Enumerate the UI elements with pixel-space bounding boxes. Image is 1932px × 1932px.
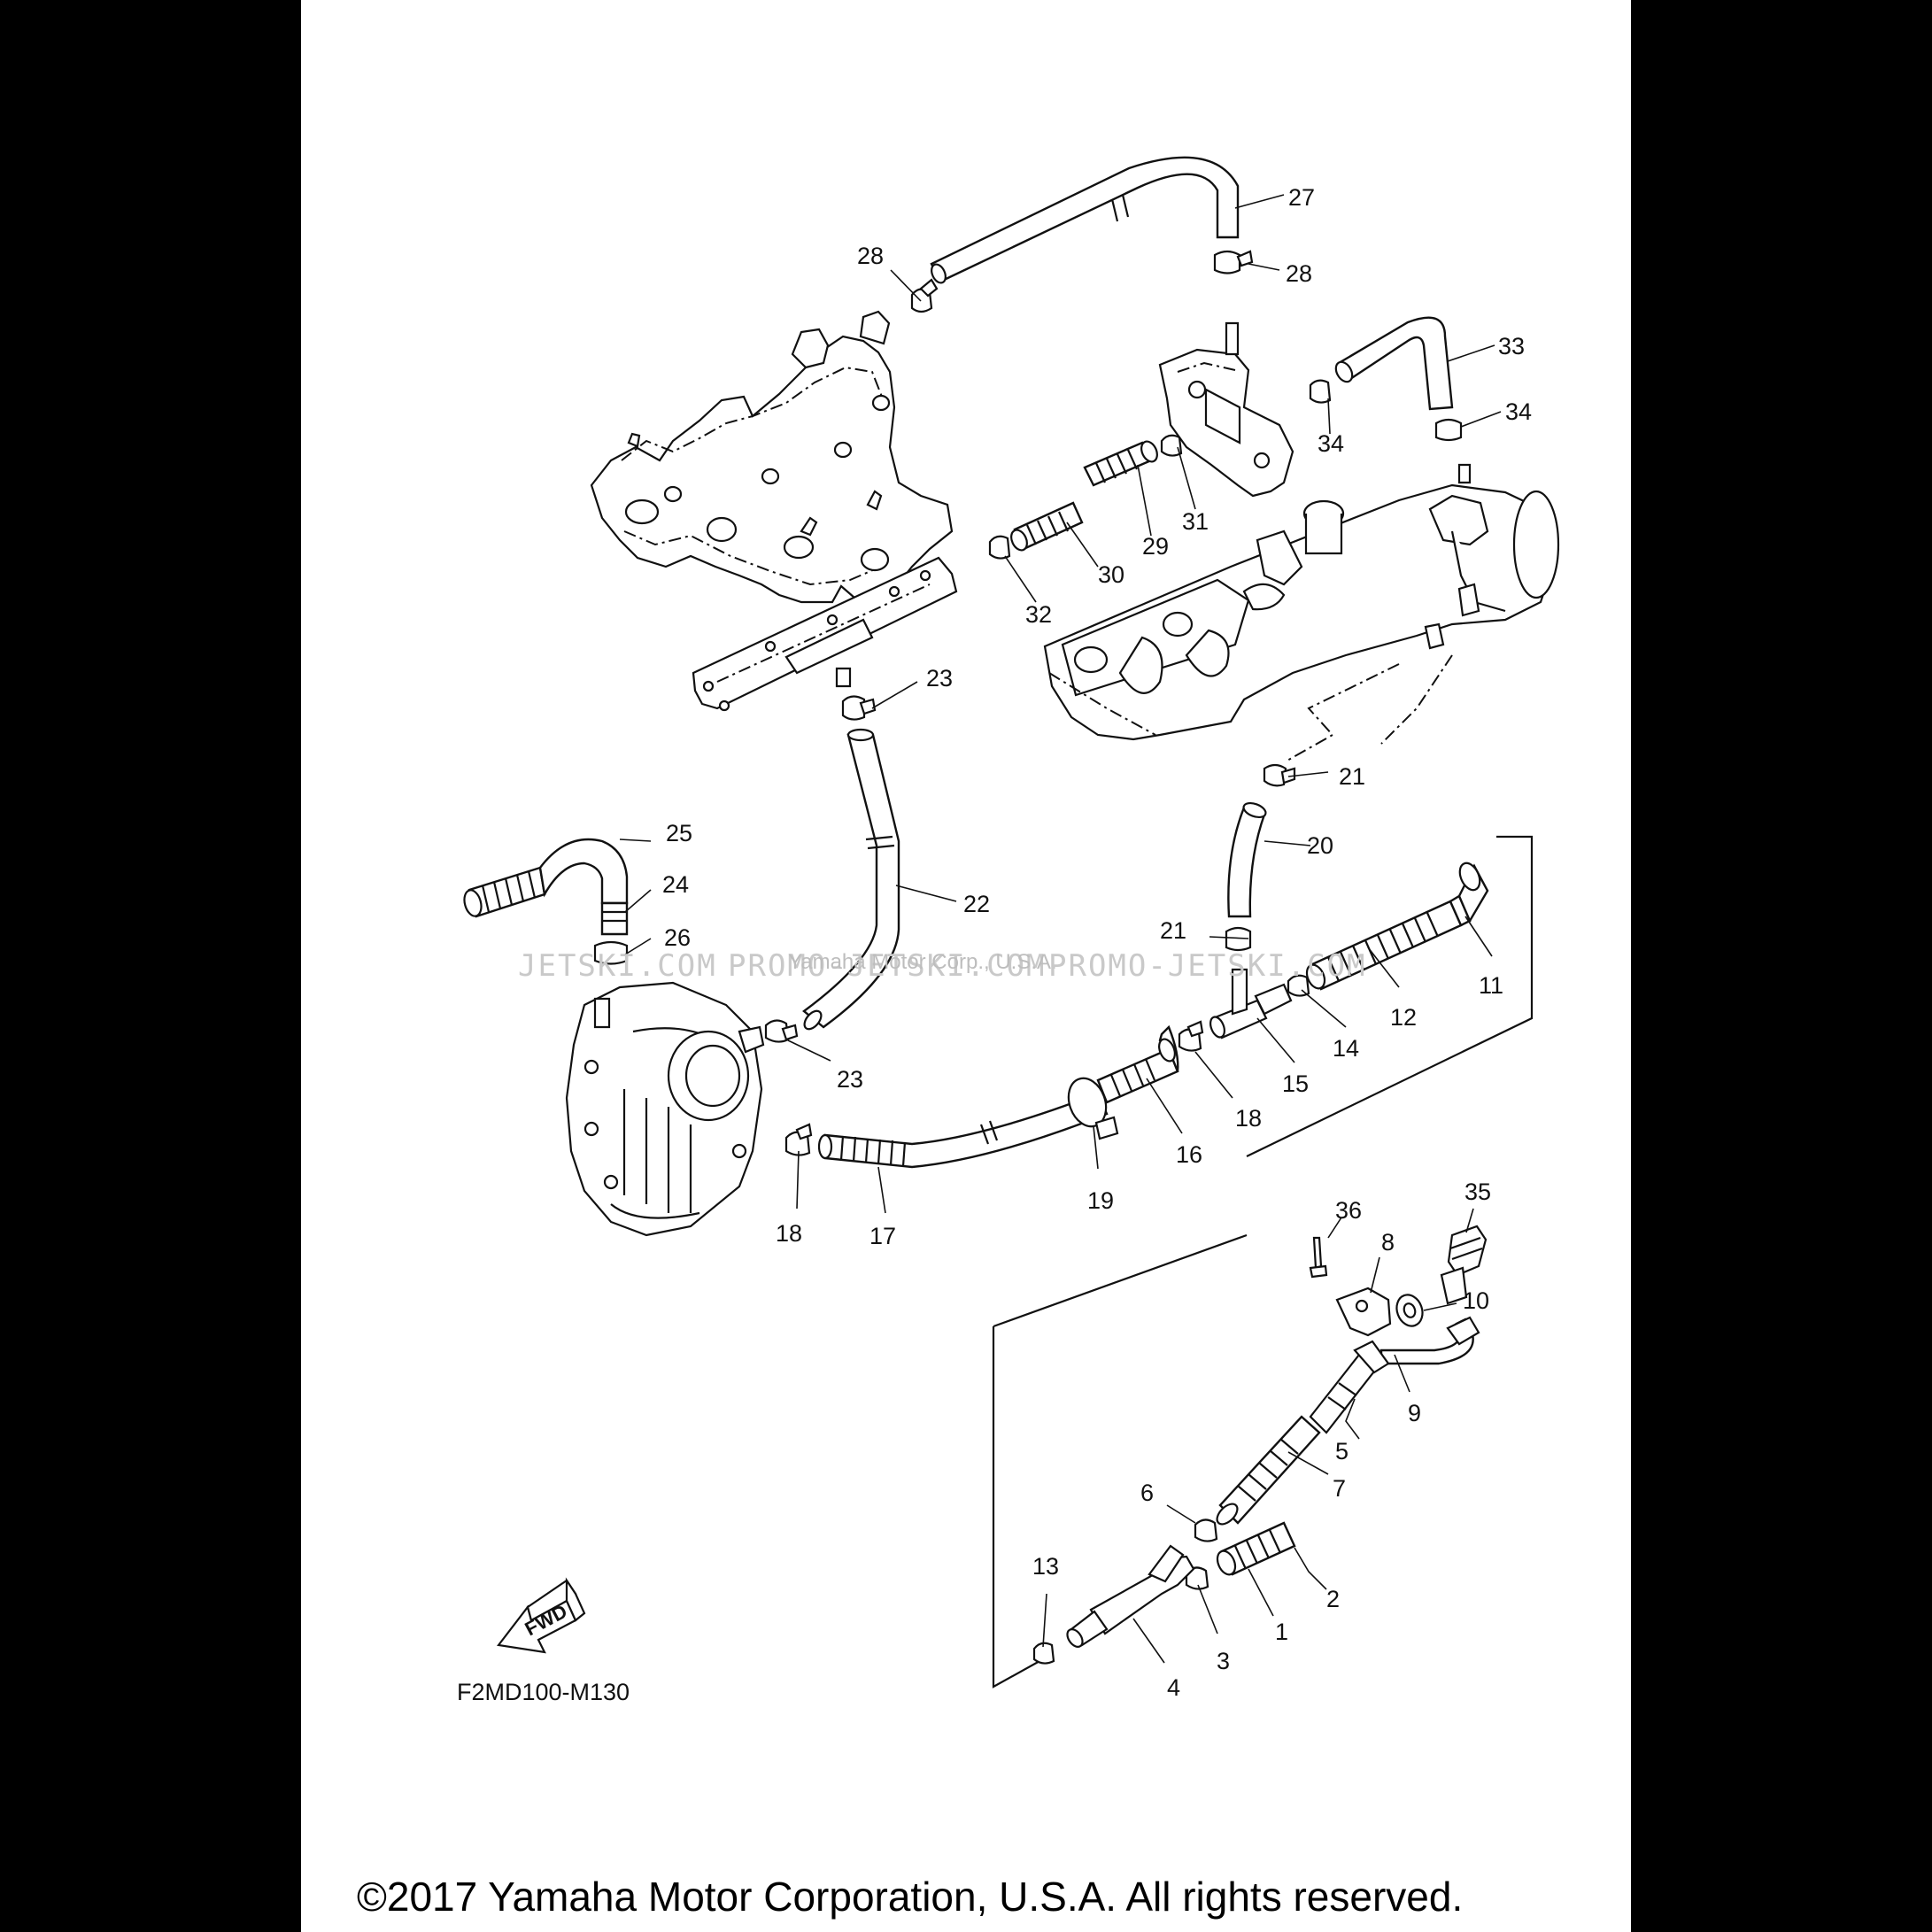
callout-7: 7 xyxy=(1333,1475,1346,1502)
hose-30 xyxy=(1010,501,1084,552)
callout-16: 16 xyxy=(1176,1141,1202,1168)
callout-19: 19 xyxy=(1087,1187,1114,1214)
callouts: 27 28 28 33 34 34 31 29 30 32 23 21 20 2… xyxy=(662,184,1532,1701)
clamp-28-left xyxy=(910,278,939,313)
callout-4: 4 xyxy=(1167,1674,1180,1701)
callout-29: 29 xyxy=(1142,533,1169,560)
fwd-arrow-icon: FWD xyxy=(496,1577,586,1654)
callout-21: 21 xyxy=(1339,763,1365,790)
callout-18: 18 xyxy=(776,1220,802,1247)
callout-6: 6 xyxy=(1140,1480,1154,1506)
callout-30: 30 xyxy=(1098,561,1124,588)
watermarks: JETSKI.COM PROMO-JETSKI.COM Yamaha Motor… xyxy=(518,948,1367,984)
callout-31: 31 xyxy=(1182,508,1209,535)
clamp-34-right xyxy=(1434,418,1463,442)
callout-36: 36 xyxy=(1335,1197,1362,1224)
callout-21: 21 xyxy=(1160,917,1186,944)
callout-13: 13 xyxy=(1032,1553,1059,1580)
clamp-19 xyxy=(1067,1077,1119,1140)
water-box-bracket xyxy=(1158,321,1294,498)
callout-34: 34 xyxy=(1505,398,1532,425)
callout-11: 11 xyxy=(1479,972,1503,999)
callout-8: 8 xyxy=(1381,1229,1395,1256)
callout-20: 20 xyxy=(1307,832,1333,859)
hose-22 xyxy=(802,728,900,1031)
bracket-8 xyxy=(1335,1287,1392,1337)
callout-28: 28 xyxy=(857,243,884,269)
hose-7 xyxy=(1216,1415,1321,1526)
nipple-34 xyxy=(1457,463,1472,484)
callout-15: 15 xyxy=(1282,1070,1309,1097)
callout-33: 33 xyxy=(1498,333,1525,359)
hose-20 xyxy=(1227,801,1267,918)
watermark-jetski: JETSKI.COM xyxy=(518,948,717,984)
callout-12: 12 xyxy=(1390,1004,1417,1031)
callout-10: 10 xyxy=(1463,1287,1489,1314)
watermark-promo-jetski: PROMO-JETSKI.COM xyxy=(1048,948,1367,984)
drawing-code: F2MD100-M130 xyxy=(457,1679,630,1705)
hose-24-25 xyxy=(463,838,629,936)
exhaust-plate xyxy=(692,556,958,712)
bolt-36 xyxy=(1309,1236,1328,1279)
callout-17: 17 xyxy=(869,1223,896,1249)
hose-9 xyxy=(1379,1316,1480,1365)
callout-2: 2 xyxy=(1326,1586,1340,1612)
callout-26: 26 xyxy=(664,924,691,951)
link-line-21 xyxy=(1285,663,1400,762)
clamp-26 xyxy=(593,940,629,965)
callout-22: 22 xyxy=(963,891,990,917)
callout-35: 35 xyxy=(1464,1179,1491,1205)
callout-28: 28 xyxy=(1286,260,1312,287)
clamp-28-right xyxy=(1213,250,1254,274)
clamp-18-right xyxy=(1178,1020,1204,1052)
leader-lines xyxy=(619,194,1502,1664)
clamp-23-bottom xyxy=(764,1019,799,1043)
watermark-promo-jetski: PROMO-JETSKI.COM xyxy=(728,948,1047,984)
callout-1: 1 xyxy=(1275,1619,1288,1645)
callout-23: 23 xyxy=(926,665,953,692)
callout-14: 14 xyxy=(1333,1035,1359,1062)
clamp-18-left xyxy=(784,1123,813,1156)
frame-line-lower xyxy=(992,1233,1248,1689)
callout-9: 9 xyxy=(1408,1400,1421,1426)
callout-18: 18 xyxy=(1235,1105,1262,1132)
fitting-5 xyxy=(1309,1340,1390,1434)
hose-27 xyxy=(930,156,1240,284)
clamp-21-bottom xyxy=(1225,926,1252,952)
callout-23: 23 xyxy=(837,1066,863,1093)
exhaust-manifold xyxy=(590,310,954,604)
callout-32: 32 xyxy=(1025,601,1052,628)
callout-34: 34 xyxy=(1318,430,1344,457)
hose-12 xyxy=(1305,900,1463,991)
clamp-6 xyxy=(1194,1519,1218,1542)
callout-25: 25 xyxy=(666,820,692,846)
fitting-35 xyxy=(1440,1225,1488,1305)
clamp-21-top xyxy=(1263,763,1296,787)
hose-11 xyxy=(1449,862,1489,927)
watermark-yamaha-motor-corp: Yamaha Motor Corp., U.S.A. xyxy=(788,950,1057,974)
joint-15 xyxy=(1209,968,1293,1039)
clamp-23-top xyxy=(841,695,877,721)
washer-10 xyxy=(1395,1294,1424,1327)
cylinder-assembly xyxy=(1043,483,1560,745)
clamp-13 xyxy=(1032,1642,1055,1665)
clamp-32 xyxy=(988,535,1011,560)
hose-2 xyxy=(1216,1521,1296,1576)
hose-33 xyxy=(1334,316,1454,411)
callout-3: 3 xyxy=(1217,1648,1230,1674)
throttle-body xyxy=(565,981,765,1237)
callout-27: 27 xyxy=(1288,184,1315,211)
frame-line-upper xyxy=(1246,835,1534,1157)
hose-16 xyxy=(1096,1024,1179,1104)
callout-24: 24 xyxy=(662,871,689,898)
hose-29 xyxy=(1083,440,1158,487)
clamp-31 xyxy=(1160,434,1183,457)
callout-5: 5 xyxy=(1335,1438,1349,1464)
hose-17 xyxy=(817,1092,1109,1169)
clamp-14 xyxy=(1287,974,1310,997)
joint-4 xyxy=(1066,1544,1195,1648)
clamp-34-left xyxy=(1309,379,1332,404)
copyright-footer: ©2017 Yamaha Motor Corporation, U.S.A. A… xyxy=(357,1874,1463,1920)
